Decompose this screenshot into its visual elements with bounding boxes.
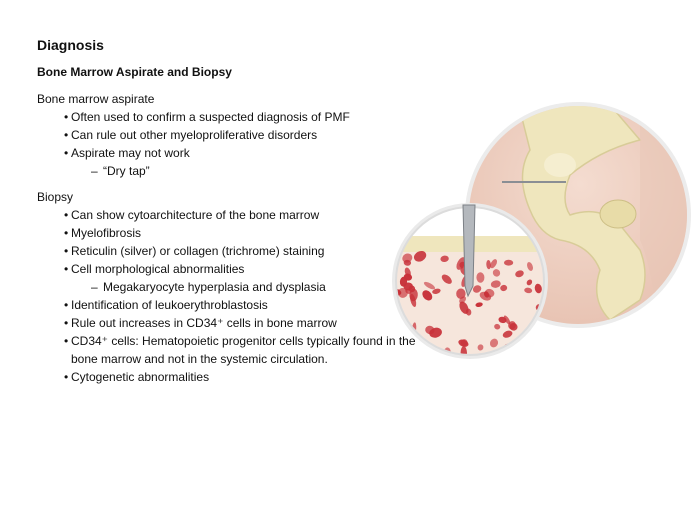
- marrow-cell: [460, 267, 469, 276]
- marrow-cell: [508, 342, 519, 353]
- marrow-cell: [483, 291, 490, 298]
- slide-subtitle: Bone Marrow Aspirate and Biopsy: [37, 65, 232, 79]
- marrow-cell: [472, 285, 482, 293]
- marrow-cell: [456, 257, 466, 270]
- marrow-cell: [503, 343, 513, 354]
- slide-title: Diagnosis: [37, 37, 104, 53]
- marrow-cell: [459, 261, 466, 269]
- marrow-cell: [508, 321, 516, 330]
- aspirate-heading: Bone marrow aspirate: [37, 92, 155, 106]
- marrow-cell: [534, 283, 542, 294]
- marrow-cell: [535, 304, 543, 311]
- aspirate-section: Bone marrow aspirate Often used to confi…: [37, 90, 350, 180]
- marrow-cell: [486, 260, 491, 270]
- marrow-cell: [489, 338, 499, 348]
- biopsy-needle-icon: [462, 204, 476, 298]
- list-item: Often used to confirm a suspected diagno…: [37, 108, 350, 126]
- marrow-cell: [524, 287, 533, 294]
- list-item: Cell morphological abnormalities: [37, 260, 431, 278]
- marrow-cell: [492, 269, 501, 277]
- biopsy-heading: Biopsy: [37, 190, 74, 204]
- list-item: Aspirate may not work: [37, 144, 350, 162]
- marrow-cell: [432, 288, 441, 294]
- marrow-cell: [484, 288, 495, 298]
- marrow-cell: [515, 270, 524, 278]
- list-item: Can rule out other myeloproliferative di…: [37, 126, 350, 144]
- marrow-cell: [460, 339, 468, 347]
- marrow-cell: [459, 301, 469, 314]
- sub-list-item: Megakaryocyte hyperplasia and dysplasia: [37, 278, 431, 296]
- marrow-cell: [441, 274, 452, 284]
- hip-bone-illustration: [465, 102, 691, 328]
- list-item: Rule out increases in CD34⁺ cells in bon…: [37, 314, 431, 332]
- marrow-cell: [465, 308, 472, 316]
- marrow-cell: [536, 312, 543, 322]
- marrow-cell: [477, 344, 484, 351]
- sub-list-item: “Dry tap”: [37, 162, 350, 180]
- marrow-cell: [500, 284, 508, 292]
- marrow-cell: [527, 262, 533, 271]
- marrow-cell: [479, 291, 492, 301]
- marrow-cell: [523, 346, 533, 355]
- marrow-cell: [475, 302, 483, 307]
- marrow-cell: [490, 259, 498, 269]
- list-item: Identification of leukoerythroblastosis: [37, 296, 431, 314]
- marrow-cell: [440, 255, 449, 263]
- marrow-cell: [456, 288, 466, 299]
- marrow-cell: [494, 323, 501, 330]
- list-item: Myelofibrosis: [37, 224, 431, 242]
- marrow-cell: [490, 280, 501, 288]
- marrow-cell: [502, 330, 513, 338]
- list-item: Cytogenetic abnormalities: [37, 368, 431, 386]
- marrow-cell: [458, 339, 469, 347]
- marrow-cell: [503, 315, 511, 325]
- marrow-cell: [498, 316, 507, 324]
- marrow-cell: [509, 322, 518, 331]
- biopsy-section: Biopsy Can show cytoarchitecture of the …: [37, 188, 431, 386]
- marrow-cell: [443, 347, 451, 355]
- list-item: Can show cytoarchitecture of the bone ma…: [37, 206, 431, 224]
- list-item: CD34⁺ cells: Hematopoietic progenitor ce…: [37, 332, 431, 368]
- marrow-cell: [460, 346, 468, 355]
- marrow-cell: [526, 279, 533, 286]
- marrow-cell: [476, 272, 485, 283]
- marrow-cell: [465, 257, 474, 265]
- marrow-cell: [461, 275, 469, 287]
- marrow-cell: [504, 259, 514, 266]
- list-item: Reticulin (silver) or collagen (trichrom…: [37, 242, 431, 260]
- marrow-cell: [459, 296, 467, 304]
